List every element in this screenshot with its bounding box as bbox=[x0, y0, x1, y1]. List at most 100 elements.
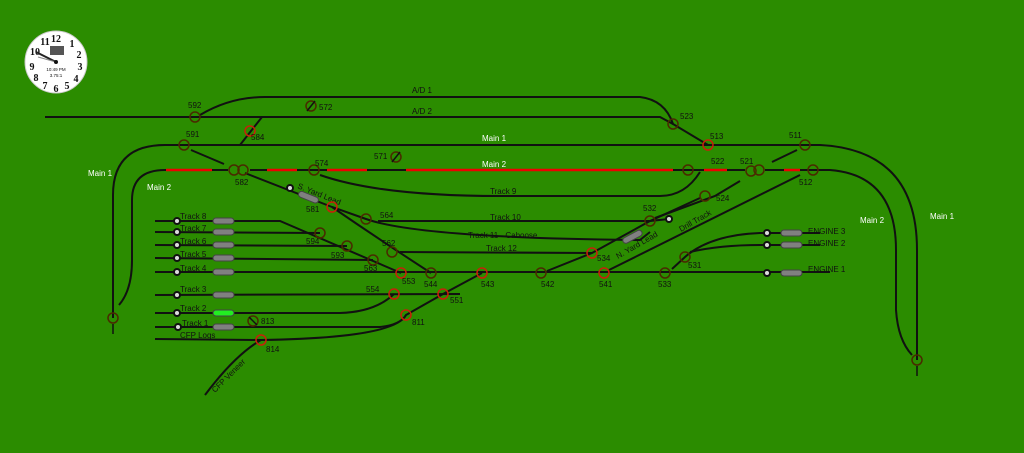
yard-track-1[interactable]: Track 1 bbox=[174, 319, 235, 331]
turnout-522[interactable]: 522 bbox=[682, 157, 725, 176]
engine-track-1[interactable]: ENGINE 1 bbox=[763, 265, 846, 277]
track-end-dot[interactable] bbox=[763, 241, 771, 249]
turnout-circle[interactable] bbox=[388, 288, 400, 300]
crossing-circle[interactable] bbox=[390, 151, 402, 163]
track-end-dot[interactable] bbox=[173, 228, 181, 236]
block-indicator-n-yard-lead[interactable] bbox=[622, 229, 643, 244]
track-end-dot[interactable] bbox=[173, 254, 181, 262]
track-end-dot[interactable] bbox=[173, 291, 181, 299]
turnout-553[interactable]: 553 bbox=[395, 267, 416, 286]
turnout-551[interactable]: 551 bbox=[437, 288, 464, 305]
turnout-511[interactable]: 511 bbox=[789, 131, 811, 151]
turnout-592[interactable]: 592 bbox=[188, 101, 202, 123]
turnout-532[interactable]: 532 bbox=[643, 204, 657, 227]
turnout-circle[interactable] bbox=[178, 139, 190, 151]
turnout-circle[interactable] bbox=[189, 111, 201, 123]
turnout-523[interactable]: 523 bbox=[667, 112, 694, 130]
turnout-circle[interactable] bbox=[326, 201, 338, 213]
turnout-581[interactable]: 581 bbox=[306, 201, 338, 214]
yard-track-8[interactable]: Track 8 bbox=[173, 212, 235, 225]
track-end-dot[interactable] bbox=[173, 268, 181, 276]
turnout-circle[interactable] bbox=[244, 125, 256, 137]
turnout-circle[interactable] bbox=[659, 267, 671, 279]
block-indicator-active[interactable] bbox=[212, 309, 235, 317]
turnout-circle[interactable] bbox=[314, 227, 326, 239]
turnout-562[interactable]: 562 bbox=[382, 239, 398, 258]
turnout-591[interactable]: 591 bbox=[178, 130, 200, 151]
yard-track-2[interactable]: Track 2 bbox=[173, 304, 235, 317]
block-indicator[interactable] bbox=[780, 229, 803, 237]
turnout-circle[interactable] bbox=[679, 251, 691, 263]
yard-track-4[interactable]: Track 4 bbox=[173, 264, 235, 276]
turnout-541[interactable]: 541 bbox=[598, 267, 613, 289]
turnout-circle[interactable] bbox=[367, 254, 379, 266]
turnout-circle[interactable] bbox=[476, 267, 488, 279]
turnout-811[interactable]: 811 bbox=[400, 309, 425, 327]
turnout-534[interactable]: 534 bbox=[586, 247, 611, 263]
turnout-513[interactable]: 513 bbox=[702, 132, 724, 151]
engine-track-2[interactable]: ENGINE 2 bbox=[763, 239, 846, 249]
turnout-542[interactable]: 542 bbox=[535, 267, 555, 289]
track-end-dot-s-yard[interactable] bbox=[286, 184, 294, 192]
turnout-814[interactable]: 814 bbox=[255, 334, 280, 354]
turnout-circle[interactable] bbox=[437, 288, 449, 300]
block-indicator[interactable] bbox=[780, 269, 803, 277]
turnout-circle[interactable] bbox=[400, 309, 412, 321]
turnout-circle[interactable] bbox=[699, 190, 711, 202]
block-indicator[interactable] bbox=[212, 323, 235, 331]
crossing-circle[interactable] bbox=[247, 315, 259, 327]
turnout-584[interactable]: 584 bbox=[244, 125, 265, 142]
block-indicator[interactable] bbox=[212, 291, 235, 299]
turnout-544[interactable]: 544 bbox=[424, 267, 438, 289]
turnout-circle[interactable] bbox=[807, 164, 819, 176]
turnout-circle[interactable] bbox=[753, 164, 765, 176]
turnout-circle[interactable] bbox=[799, 139, 811, 151]
turnout-521[interactable]: 521 bbox=[740, 157, 765, 177]
turnout-circle[interactable] bbox=[667, 118, 679, 130]
yard-track-7[interactable]: Track 7 bbox=[173, 224, 235, 236]
block-indicator[interactable] bbox=[212, 254, 235, 262]
turnout-circle[interactable] bbox=[586, 247, 598, 259]
track-end-dot[interactable] bbox=[173, 217, 181, 225]
turnout-543[interactable]: 543 bbox=[476, 267, 495, 289]
crossing-813[interactable]: 813 bbox=[247, 315, 275, 327]
turnout-593[interactable]: 593 bbox=[331, 240, 353, 260]
turnout-531[interactable]: 531 bbox=[679, 251, 702, 270]
track-end-dot[interactable] bbox=[173, 309, 181, 317]
turnout-524[interactable]: 524 bbox=[699, 190, 730, 203]
crossing-circle[interactable] bbox=[305, 100, 317, 112]
turnout-circle[interactable] bbox=[682, 164, 694, 176]
turnout-574[interactable]: 574 bbox=[308, 159, 329, 176]
track-end-dot-n-yard[interactable] bbox=[665, 215, 673, 223]
block-indicator[interactable] bbox=[212, 228, 235, 236]
turnout-circle[interactable] bbox=[745, 165, 757, 177]
block-indicator-s-yard-lead[interactable] bbox=[298, 190, 320, 204]
turnout-circle[interactable] bbox=[386, 246, 398, 258]
turnout-582[interactable]: 582 bbox=[228, 164, 249, 187]
block-indicator[interactable] bbox=[780, 241, 803, 249]
yard-track-3[interactable]: Track 3 bbox=[173, 285, 235, 299]
turnout-533[interactable]: 533 bbox=[658, 267, 672, 289]
block-indicator[interactable] bbox=[212, 268, 235, 276]
turnout-564[interactable]: 564 bbox=[360, 211, 394, 225]
track-end-dot[interactable] bbox=[173, 241, 181, 249]
track-end-dot[interactable] bbox=[174, 323, 182, 331]
turnout-circle[interactable] bbox=[255, 334, 267, 346]
yard-track-5[interactable]: Track 5 bbox=[173, 250, 235, 262]
turnout-circle[interactable] bbox=[341, 240, 353, 252]
turnout-circle[interactable] bbox=[360, 213, 372, 225]
turnout-563[interactable]: 563 bbox=[364, 254, 379, 273]
turnout-circle[interactable] bbox=[425, 267, 437, 279]
turnout-circle[interactable] bbox=[535, 267, 547, 279]
turnout-512[interactable]: 512 bbox=[799, 164, 819, 187]
turnout-circle[interactable] bbox=[228, 164, 240, 176]
crossing-572[interactable]: 572 bbox=[305, 100, 333, 112]
turnout-554[interactable]: 554 bbox=[366, 285, 400, 300]
turnout-594[interactable]: 594 bbox=[306, 227, 326, 246]
track-end-dot[interactable] bbox=[763, 229, 771, 237]
track-end-dot[interactable] bbox=[763, 269, 771, 277]
turnout-circle[interactable] bbox=[598, 267, 610, 279]
turnout-circle[interactable] bbox=[644, 215, 656, 227]
turnout-circle[interactable] bbox=[237, 164, 249, 176]
engine-track-3[interactable]: ENGINE 3 bbox=[763, 227, 846, 237]
